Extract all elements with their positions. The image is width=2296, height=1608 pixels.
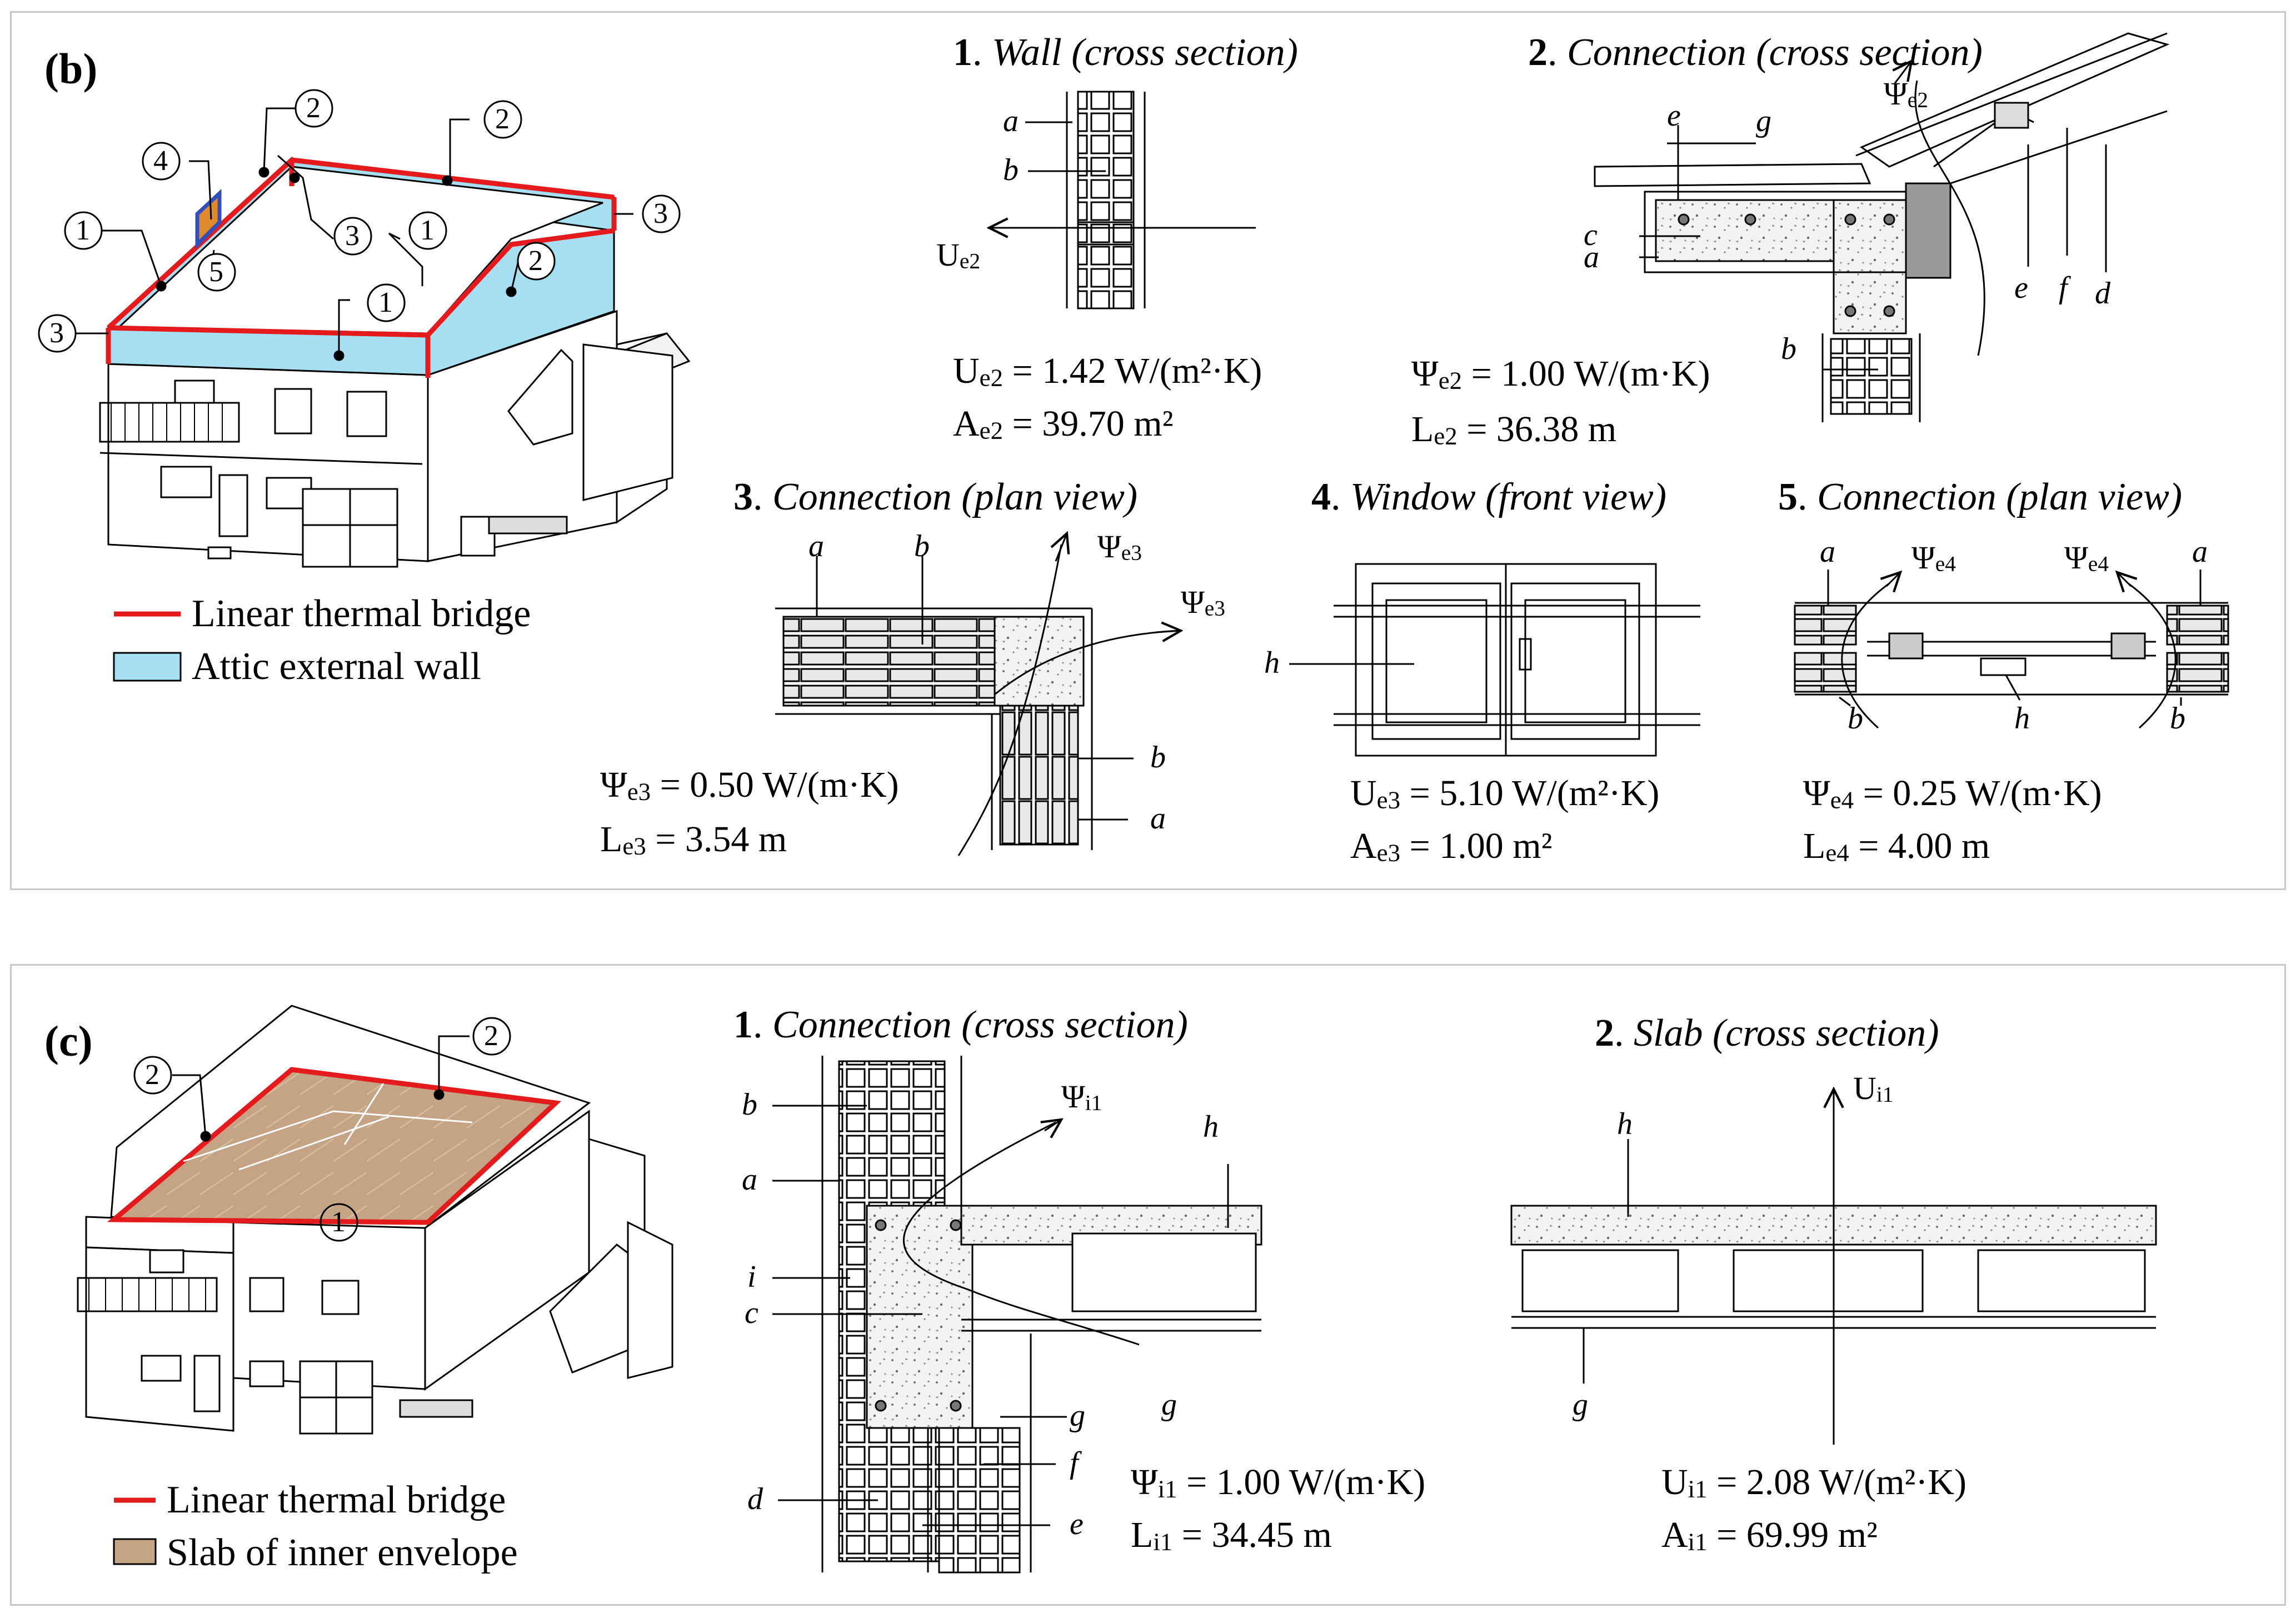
legend-b-linear: Linear thermal bridge xyxy=(192,592,531,635)
b5-letter-h: h xyxy=(2014,701,2030,736)
c2-eq1: Ui1 = 2.08 W/(m²·K) xyxy=(1661,1462,1966,1503)
b5-letter-b2: b xyxy=(2170,701,2185,736)
b2-letter-e2: e xyxy=(2014,271,2028,305)
b1-letter-a: a xyxy=(1003,104,1019,138)
callout-b-3a: 3 xyxy=(345,220,360,252)
callout-b-1c: 1 xyxy=(378,287,393,318)
c1-letter-d: d xyxy=(747,1482,763,1516)
callout-b-2b: 2 xyxy=(495,103,510,135)
b2-title: 2. Connection (cross section) xyxy=(1528,31,1983,74)
b2-letter-b: b xyxy=(1781,332,1796,366)
callout-b-5: 5 xyxy=(209,256,223,288)
b2-letter-c: c xyxy=(1584,218,1598,252)
window-front-b4 xyxy=(1289,563,1700,757)
legend-c-area-marker xyxy=(113,1538,157,1565)
house-c xyxy=(77,1005,673,1435)
b3-letter-a1: a xyxy=(808,529,824,563)
b1-flux-label: Ue2 xyxy=(936,237,981,273)
callout-c-2b: 2 xyxy=(484,1020,498,1052)
c1-letter-g2: g xyxy=(1070,1399,1085,1433)
c1-letter-b: b xyxy=(742,1087,757,1122)
legend-b-area: Attic external wall xyxy=(192,645,481,688)
b2-letter-d: d xyxy=(2095,276,2110,311)
c1-eq2: Li1 = 34.45 m xyxy=(1131,1515,1332,1556)
b3-letter-a2: a xyxy=(1150,801,1166,836)
panel-c-label: (c) xyxy=(44,1017,93,1065)
panel-b-label: (b) xyxy=(44,44,98,93)
legend-c-area: Slab of inner envelope xyxy=(167,1531,518,1574)
b2-eq1: Ψe2 = 1.00 W/(m·K) xyxy=(1411,353,1710,394)
c1-letter-i: i xyxy=(747,1260,756,1294)
c1-letter-e: e xyxy=(1070,1507,1084,1541)
slab-section-c2 xyxy=(1510,1089,2157,1445)
b5-flux-label-2: Ψe4 xyxy=(2064,540,2109,576)
b3-letter-b1: b xyxy=(914,529,930,563)
c2-title: 2. Slab (cross section) xyxy=(1595,1012,1939,1055)
wall-section-b1 xyxy=(989,91,1256,309)
b3-letter-b2: b xyxy=(1150,740,1166,775)
b4-letter-h: h xyxy=(1264,646,1280,680)
callout-b-1a: 1 xyxy=(76,214,90,246)
callout-b-3c: 3 xyxy=(49,317,64,349)
legend-b-area-marker xyxy=(113,652,182,682)
b1-eq2: Ae2 = 39.70 m² xyxy=(953,403,1174,445)
callout-b-2c: 2 xyxy=(528,245,543,277)
b5-flux-label-1: Ψe4 xyxy=(1911,540,1956,576)
b2-letter-a: a xyxy=(1584,240,1599,274)
callout-c-2a: 2 xyxy=(145,1059,159,1091)
callout-b-4: 4 xyxy=(153,145,168,177)
b5-letter-a2: a xyxy=(2192,535,2208,569)
b2-eq2: Le2 = 36.38 m xyxy=(1411,409,1617,450)
b2-letter-e1: e xyxy=(1667,98,1681,133)
b2-flux-label: Ψe2 xyxy=(1884,76,1929,112)
c1-eq1: Ψi1 = 1.00 W/(m·K) xyxy=(1131,1462,1426,1503)
callouts-b xyxy=(38,89,681,361)
callout-b-1b: 1 xyxy=(420,214,435,246)
b5-eq2: Le4 = 4.00 m xyxy=(1803,826,1990,867)
b1-letter-b: b xyxy=(1003,153,1019,187)
b1-eq1: Ue2 = 1.42 W/(m²·K) xyxy=(953,351,1262,392)
b4-eq1: Ue3 = 5.10 W/(m²·K) xyxy=(1350,773,1660,814)
house-b xyxy=(99,156,691,568)
callout-b-3b: 3 xyxy=(653,198,668,229)
b5-title: 5. Connection (plan view) xyxy=(1778,476,2183,518)
b5-letter-a1: a xyxy=(1820,535,1835,569)
b3-title: 3. Connection (plan view) xyxy=(733,476,1138,518)
legend-c-linear: Linear thermal bridge xyxy=(167,1479,506,1521)
b2-letter-f: f xyxy=(2059,271,2068,305)
c2-letter-g: g xyxy=(1573,1387,1588,1422)
connection-section-b2 xyxy=(1594,32,2170,422)
callout-c-1: 1 xyxy=(331,1206,346,1238)
b4-title: 4. Window (front view) xyxy=(1311,476,1667,518)
b1-title: 1. Wall (cross section) xyxy=(953,31,1298,74)
b3-flux-label-2: Ψe3 xyxy=(1181,584,1226,621)
c1-flux-label: Ψi1 xyxy=(1061,1078,1102,1115)
plan-connection-b3 xyxy=(775,533,1181,856)
b3-eq1: Ψe3 = 0.50 W/(m·K) xyxy=(600,765,899,806)
connection-section-c1 xyxy=(772,1056,1262,1574)
c1-letter-g1: g xyxy=(1161,1387,1177,1422)
b3-eq2: Le3 = 3.54 m xyxy=(600,819,787,860)
c1-letter-a: a xyxy=(742,1162,757,1197)
b5-eq1: Ψe4 = 0.25 W/(m·K) xyxy=(1803,773,2102,814)
callout-b-2a: 2 xyxy=(306,92,321,124)
c1-letter-f: f xyxy=(1070,1446,1079,1480)
plan-connection-b5 xyxy=(1794,570,2229,729)
b2-letter-g: g xyxy=(1756,104,1771,138)
callouts-c xyxy=(133,1017,511,1242)
c2-eq2: Ai1 = 69.99 m² xyxy=(1661,1515,1878,1556)
c2-flux-label: Ui1 xyxy=(1853,1070,1894,1107)
c1-letter-h: h xyxy=(1203,1110,1219,1144)
b5-letter-b1: b xyxy=(1848,701,1863,736)
b4-eq2: Ae3 = 1.00 m² xyxy=(1350,826,1553,867)
c1-title: 1. Connection (cross section) xyxy=(733,1003,1188,1046)
c1-letter-c: c xyxy=(745,1296,758,1330)
c2-letter-h: h xyxy=(1617,1107,1633,1141)
b3-flux-label-1: Ψe3 xyxy=(1097,528,1142,565)
